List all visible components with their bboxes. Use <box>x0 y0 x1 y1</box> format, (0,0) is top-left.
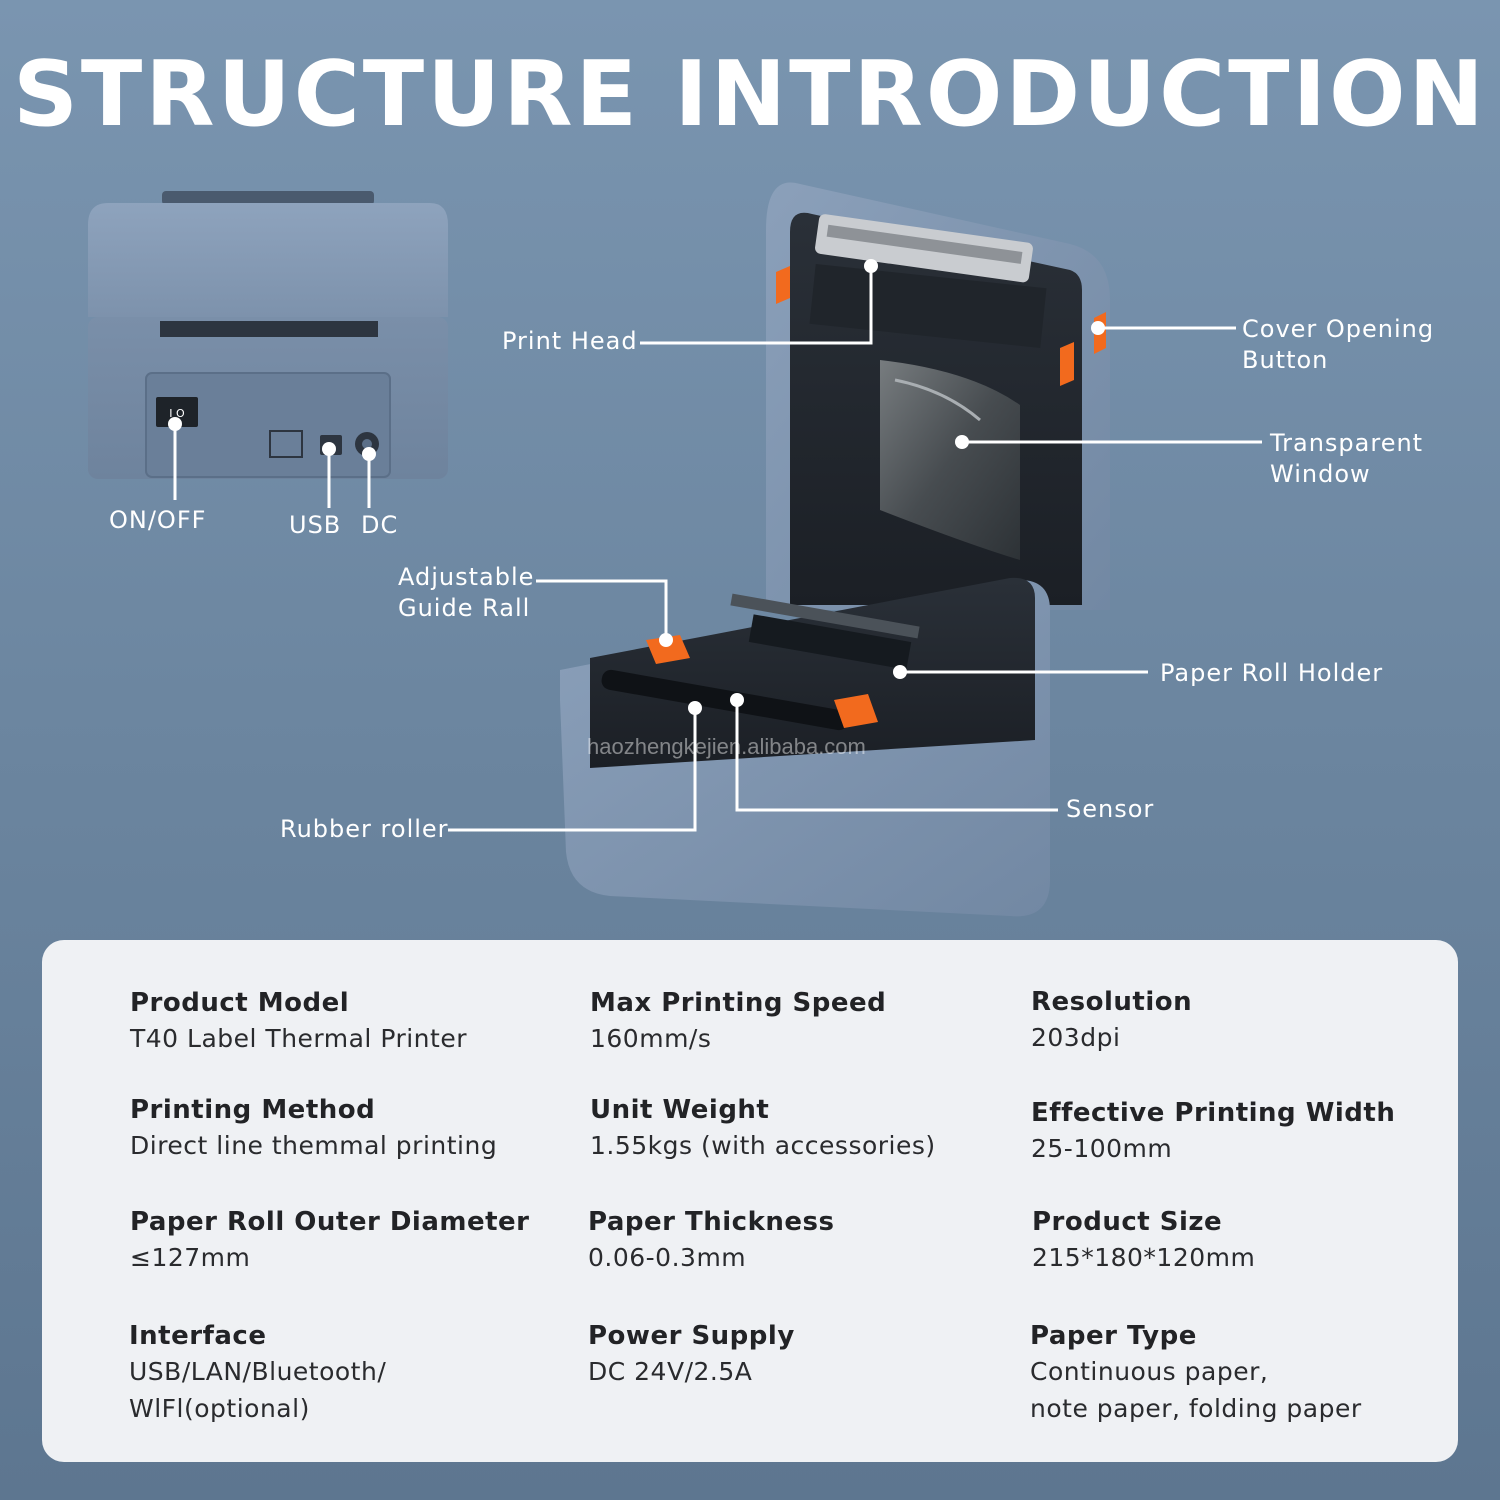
watermark: haozhengkejien.alibaba.com <box>587 734 866 759</box>
power-switch-icon <box>156 397 198 427</box>
guide-rail-left <box>646 635 690 664</box>
dc-label: DC <box>361 511 399 539</box>
printer-open-illustration <box>560 182 1110 917</box>
spec-resolution: Resolution 203dpi <box>1031 987 1193 1052</box>
usb-label: USB <box>289 511 342 539</box>
spec-product-model: Product Model T40 Label Thermal Printer <box>130 988 467 1053</box>
spec-max-printing-speed: Max Printing Speed 160mm/s <box>590 988 887 1053</box>
spec-printing-method: Printing Method Direct line themmal prin… <box>130 1095 498 1160</box>
spec-power-supply: Power Supply DC 24V/2.5A <box>588 1321 795 1386</box>
spec-effective-printing-width: Effective Printing Width 25-100mm <box>1031 1098 1396 1163</box>
sensor-label: Sensor <box>1066 795 1155 823</box>
spec-interface: Interface USB/LAN/Bluetooth/ WlFl(option… <box>129 1321 387 1423</box>
spec-paper-thickness: Paper Thickness 0.06-0.3mm <box>588 1207 835 1272</box>
spec-product-size: Product Size 215*180*120mm <box>1032 1207 1256 1272</box>
lan-port-icon <box>269 430 303 458</box>
callout-lines <box>0 0 1500 940</box>
adjustable-guide-rail-label: Adjustable Guide Rall <box>398 563 535 622</box>
page-title: STRUCTURE INTRODUCTION <box>13 42 1487 147</box>
spec-paper-type: Paper Type Continuous paper, note paper,… <box>1030 1321 1362 1423</box>
cover-opening-button-label: Cover Opening Button <box>1242 315 1435 374</box>
specs-panel: Product Model T40 Label Thermal Printer … <box>42 940 1458 1462</box>
rubber-roller-label: Rubber roller <box>280 815 449 843</box>
paper-roll-holder-label: Paper Roll Holder <box>1160 659 1384 687</box>
cover-button-right-bottom <box>1060 342 1074 386</box>
guide-rail-right <box>834 694 878 728</box>
print-head-label: Print Head <box>502 327 638 355</box>
onoff-label: ON/OFF <box>109 506 207 534</box>
transparent-window-label: Transparent Window <box>1270 429 1424 488</box>
cover-button-left <box>776 266 790 304</box>
switch-label: I O <box>169 407 185 420</box>
spec-unit-weight: Unit Weight 1.55kgs (with accessories) <box>590 1095 936 1160</box>
spec-paper-roll-outer-diameter: Paper Roll Outer Diameter ≤127mm <box>130 1207 530 1272</box>
